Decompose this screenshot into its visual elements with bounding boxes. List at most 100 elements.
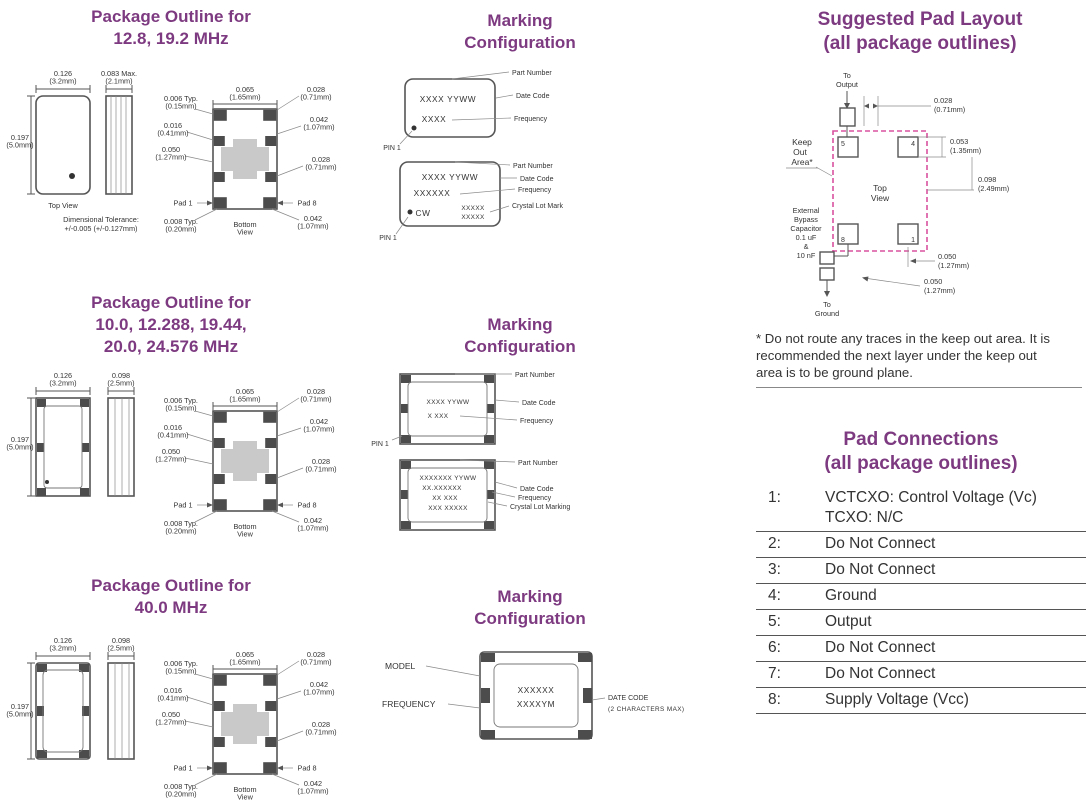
pad-function: Do Not Connect: [825, 665, 936, 682]
pad-function: Output: [825, 613, 872, 630]
dim-098-label: 0.098: [978, 175, 996, 184]
pad-connection-row-6: 6: Do Not Connect: [756, 636, 1086, 662]
mk2b-part-number-label: Part Number: [518, 460, 558, 467]
dim-050b-label: 0.050: [924, 277, 942, 286]
mk3-row1: XXXXXX: [518, 685, 555, 695]
pad-8-number: 8: [841, 237, 845, 244]
bypass-cap-label3: Capacitor: [790, 224, 822, 233]
bypass-cap-label1: External: [793, 206, 820, 215]
mk1b-part-number-label: Part Number: [513, 163, 553, 170]
pkg2-top-view: 0.126 (3.2mm) 0.197 (5.0mm) 0.098 (2.5mm…: [6, 371, 135, 497]
pad-number: 1:: [768, 489, 781, 506]
dim-098-mm: (2.49mm): [978, 184, 1009, 193]
pkg3-top-view: 0.126 (3.2mm) 0.197 (5.0mm) 0.098 (2.5mm…: [6, 636, 135, 760]
section-package-outline-2: Package Outline for 10.0, 12.288, 19.44,…: [6, 292, 351, 560]
to-output-label1: To: [843, 71, 851, 80]
keep-out-label3: Area*: [791, 157, 813, 167]
mk3-date-code-note: (2 CHARACTERS MAX): [608, 706, 684, 713]
pad-function: Do Not Connect: [825, 535, 936, 552]
mk1-drawing: XXXX YYWW XXXX Part Number Date Code Fre…: [379, 70, 563, 242]
footnote-line2: recommended the next layer under the kee…: [756, 348, 1037, 363]
mk3-date-code-label: DATE CODE: [608, 695, 649, 702]
mk1b-lot1: XXXXX: [461, 205, 485, 212]
output-trace-pad: [839, 107, 856, 127]
pad-connection-row-4: 4: Ground: [756, 584, 1086, 610]
pkg3-dim-w: 0.126: [54, 636, 72, 645]
bypass-cap-label5: &: [804, 242, 809, 251]
pkg2-dim-h: 0.197: [11, 435, 29, 444]
mk1b-lot2: XXXXX: [461, 214, 485, 221]
section-package-outline-3: Package Outline for 40.0 MHz 0.126 (3.2m…: [6, 575, 351, 803]
pkg1-side-view: [105, 95, 133, 195]
pkg1-title-line2: 12.8, 19.2 MHz: [113, 29, 229, 48]
pad-function-alt: TCXO: N/C: [825, 509, 904, 526]
mk1a-frequency-label: Frequency: [514, 116, 548, 123]
pkg1-tolerance2: +/-0.005 (+/-0.127mm): [64, 224, 137, 233]
section-pad-connections: Pad Connections (all package outlines) 1…: [756, 428, 1086, 714]
mk2b-row1: XXXXXXX YYWW: [420, 475, 477, 482]
mk3-title-line2: Configuration: [474, 609, 586, 628]
pkg2-side-view: [107, 397, 135, 497]
pad-layout-title-line2: (all package outlines): [823, 33, 1017, 54]
pkg1-top-view-label: Top View: [48, 201, 78, 210]
bypass-cap-label6: 10 nF: [797, 251, 816, 260]
pad-5: [837, 136, 859, 158]
mk2a-date-code-label: Date Code: [522, 400, 556, 407]
pad-connection-row-7: 7: Do Not Connect: [756, 662, 1086, 688]
pad-number: 3:: [768, 561, 781, 578]
pkg2-dim-side: 0.098: [112, 371, 130, 380]
dim-028-mm: (0.71mm): [934, 105, 965, 114]
mk1a-pin1-label: PIN 1: [383, 145, 401, 152]
pkg1-tolerance1: Dimensional Tolerance:: [63, 215, 139, 224]
pad-1-number: 1: [911, 237, 915, 244]
mk2-marking-a: XXXX YYWW X XXX Part Number Date Code Fr…: [371, 372, 555, 448]
pad-connection-row-1: 1: VCTCXO: Control Voltage (Vc) TCXO: N/…: [756, 486, 1086, 532]
pkg1-dim-h: 0.197: [11, 133, 29, 142]
pkg2-drawing: 0.126 (3.2mm) 0.197 (5.0mm) 0.098 (2.5mm…: [6, 371, 338, 540]
footnote-line3: area is to be ground plane.: [756, 365, 913, 380]
pkg2-dim-w-mm: (3.2mm): [49, 379, 76, 388]
pkg2-dim-w: 0.126: [54, 371, 72, 380]
mk3-frequency-label: FREQUENCY: [382, 699, 436, 709]
pkg3-dim-w-mm: (3.2mm): [49, 644, 76, 653]
pin1-dot: [45, 480, 49, 484]
mk1a-row2: XXXX: [422, 114, 447, 124]
pad-connection-row-8: 8: Supply Voltage (Vcc): [756, 688, 1086, 714]
mk2a-row2: X XXX: [428, 413, 449, 420]
pkg3-dim-side-mm: (2.5mm): [107, 644, 134, 653]
mk1-title-line1: Marking: [487, 11, 553, 30]
pad-1: [897, 223, 919, 245]
pkg2-title-line3: 20.0, 24.576 MHz: [103, 337, 239, 356]
pkg3-dim-h-mm: (5.0mm): [6, 710, 33, 719]
mk1a-row1: XXXX YYWW: [420, 94, 476, 104]
mk2a-row1: XXXX YYWW: [427, 399, 470, 406]
top-view-label1: Top: [873, 183, 887, 193]
mk1-marking-b: XXXX YYWW XXXXXX CW XXXXX XXXXX Part Num…: [379, 161, 563, 242]
mk1b-row2: XXXXXX: [414, 188, 451, 198]
mk2b-date-code-label: Date Code: [520, 486, 554, 493]
pad-4-number: 4: [911, 141, 915, 148]
keep-out-area: [832, 130, 928, 252]
dim-053-label: 0.053: [950, 137, 968, 146]
mk2b-crystal-lot-label: Crystal Lot Marking: [510, 504, 570, 511]
mk1a-date-code-label: Date Code: [516, 93, 550, 100]
pad-number: 5:: [768, 613, 781, 630]
pin1-dot: [69, 173, 75, 179]
dim-028-label: 0.028: [934, 96, 952, 105]
pkg1-dim-h-mm: (5.0mm): [6, 141, 33, 150]
to-ground-label2: Ground: [815, 309, 839, 318]
pad-function: Ground: [825, 587, 877, 604]
pin1-dot: [411, 125, 417, 131]
pad-number: 7:: [768, 665, 781, 682]
mk1b-row1: XXXX YYWW: [422, 172, 478, 182]
pad-function: Supply Voltage (Vcc): [825, 691, 969, 708]
pad-number: 4:: [768, 587, 781, 604]
pkg1-dim-w-mm: (3.2mm): [49, 77, 76, 86]
pad-function: VCTCXO: Control Voltage (Vc): [825, 489, 1037, 506]
pkg1-dim-side-mm: (2.1mm): [105, 77, 132, 86]
mk3-model-label: MODEL: [385, 661, 416, 671]
mk3-marking: XXXXXX XXXXYM MODEL FREQUENCY DATE CODE …: [382, 651, 684, 740]
pad-5-number: 5: [841, 141, 845, 148]
pkg2-title-line1: Package Outline for: [91, 293, 251, 312]
